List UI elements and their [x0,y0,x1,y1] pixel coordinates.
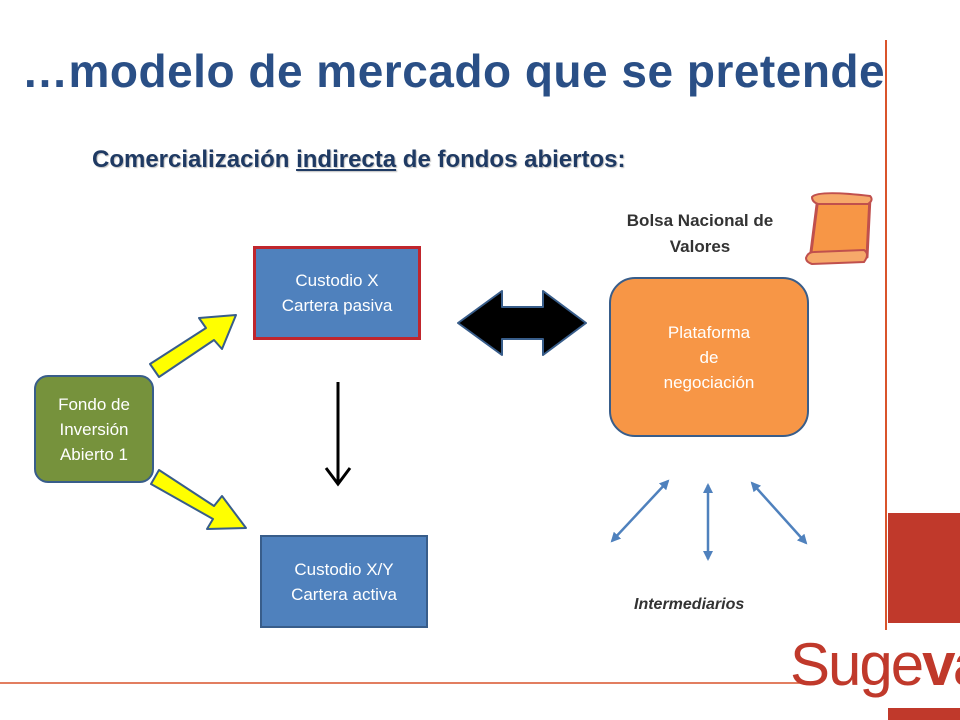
fondo-box: Fondo de Inversión Abierto 1 [34,375,154,483]
plataforma-line-3: negociación [663,372,755,392]
plataforma-line-1: Plataforma [667,322,751,342]
custodio-xy-line-1: Custodio X/Y [294,559,394,579]
double-arrow [457,290,587,356]
page-title: …modelo de mercado que se pretende [22,45,886,97]
page-subtitle: Comercialización indirecta de fondos abi… [92,146,625,174]
intermediarios-label: Intermediarios [634,596,745,613]
accent-block-top [888,513,960,623]
custodio-xy-box: Custodio X/Y Cartera activa [260,535,428,628]
fondo-line-3: Abierto 1 [59,444,129,464]
sugeval-logo: Sugeval [790,630,960,700]
bolsa-line-2: Valores [669,237,731,256]
fondo-line-1: Fondo de [58,394,130,414]
intermediary-arrow-left [610,479,670,543]
plataforma-box: Plataforma de negociación [609,277,809,437]
bolsa-label: Bolsa Nacional de Valores [604,208,796,260]
logo-part-2: val [922,631,960,698]
bolsa-line-1: Bolsa Nacional de [626,211,774,230]
subtitle-part-2: de fondos abiertos: [396,146,626,173]
custodio-x-line-1: Custodio X [295,271,379,290]
fondo-line-2: Inversión [59,419,129,439]
subtitle-underlined-word: indirecta [296,146,397,173]
scroll-icon [804,192,873,266]
yellow-arrow-down [150,469,247,530]
subtitle-part-1: Comercialización [92,146,297,173]
plataforma-line-2: de [699,347,719,367]
yellow-arrow-up [149,314,237,378]
logo-part-1: Suge [790,631,924,698]
custodio-x-line-2: Cartera pasiva [281,296,393,315]
custodio-xy-line-2: Cartera activa [291,584,397,604]
intermediary-arrow-right [750,481,808,545]
custodio-x-box: Custodio X Cartera pasiva [253,246,421,340]
custodian-link-arrowhead [324,467,352,487]
accent-block-bottom [888,708,960,720]
